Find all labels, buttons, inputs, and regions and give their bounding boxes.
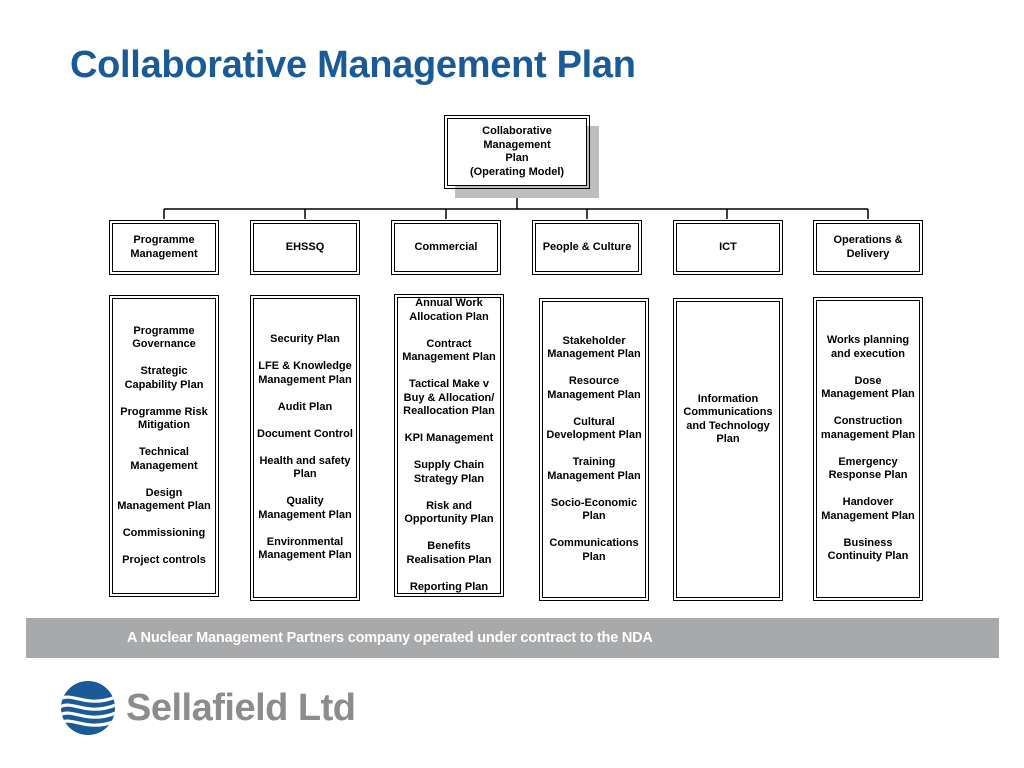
plan-item: Programme Risk Mitigation [120,405,208,432]
header-line: Delivery [846,247,890,260]
plan-item: LFE & Knowledge Management Plan [258,360,352,386]
plan-item: Strategic Capability Plan [124,365,204,391]
plan-item: KPI Management [404,432,494,444]
header-line: Programme [133,234,195,246]
plan-item: Document Control [257,427,353,440]
plan-item: Works planning and execution [826,334,910,360]
plan-item: Environmental Management Plan [258,535,352,562]
plan-item: Annual Work Allocation Plan [409,297,489,323]
plan-item: Cultural Development Plan [546,415,642,442]
plan-item: Design Management Plan [117,486,211,513]
root-line: (Operating Model) [469,165,565,178]
plan-item: Health and safety Plan [259,454,351,481]
plan-item: Dose Management Plan [821,374,915,401]
plan-item: Communications Plan [549,537,639,563]
plan-item: Audit Plan [277,400,333,413]
plan-item: Construction management Plan [820,415,916,441]
sellafield-logo: Sellafield Ltd [60,680,356,736]
root-line: Plan [505,152,529,164]
plan-item: Handover Management Plan [821,496,915,522]
footer-text: A Nuclear Management Partners company op… [127,630,653,646]
plan-item: Programme Governance [132,324,196,351]
plan-item: Benefits Realisation Plan [406,540,492,566]
header-box-ict: ICT [673,220,783,275]
header-line: People & Culture [542,240,632,253]
root-line: Management [483,138,551,151]
plan-item: Risk and Opportunity Plan [404,499,494,526]
plan-item: Contract Management Plan [402,337,496,364]
plan-item: Technical Management [130,446,198,472]
plan-item: Tactical Make v Buy & Allocation/ Reallo… [403,378,495,417]
header-box-programme-management: Programme Management [109,220,219,275]
header-line: Commercial [414,240,478,253]
plan-item: Resource Management Plan [547,375,641,401]
plan-box-programme-management: Programme Governance Strategic Capabilit… [109,295,219,597]
plan-box-operations-delivery: Works planning and execution Dose Manage… [813,297,923,601]
sellafield-wave-logo-icon [61,681,115,735]
header-box-operations-delivery: Operations & Delivery [813,220,923,275]
plan-item: Emergency Response Plan [828,455,908,482]
header-line: EHSSQ [285,240,325,253]
plan-box-ict: Information Communications and Technolog… [673,298,783,601]
plan-item: Training Management Plan [547,456,641,482]
header-box-commercial: Commercial [391,220,501,275]
plan-item: Security Plan [270,333,340,346]
header-box-people-culture: People & Culture [532,220,642,275]
plan-item: Socio-Economic Plan [550,496,638,523]
header-line: Management [130,247,198,260]
plan-item: Supply Chain Strategy Plan [413,459,485,485]
plan-box-ehssq: Security Plan LFE & Knowledge Management… [250,295,360,601]
logo-text: Sellafield Ltd [126,686,356,729]
footer-band: A Nuclear Management Partners company op… [26,618,999,658]
page-title: Collaborative Management Plan [70,44,636,86]
plan-item: Stakeholder Management Plan [547,334,641,361]
header-line: Operations & [833,234,903,246]
header-box-ehssq: EHSSQ [250,220,360,275]
plan-item: Business Continuity Plan [827,536,909,563]
plan-box-people-culture: Stakeholder Management Plan Resource Man… [539,298,649,601]
plan-item: Commissioning [122,527,206,539]
plan-item: Reporting Plan [409,580,489,593]
root-box: Collaborative Management Plan (Operating… [444,115,590,189]
header-line: ICT [719,240,737,253]
plan-item: Project controls [122,554,206,566]
plan-item: Information Communications and Technolog… [683,392,773,446]
plan-item: Quality Management Plan [258,495,352,521]
root-line: Collaborative [482,125,552,137]
plan-box-commercial: Annual Work Allocation Plan Contract Man… [394,294,504,597]
